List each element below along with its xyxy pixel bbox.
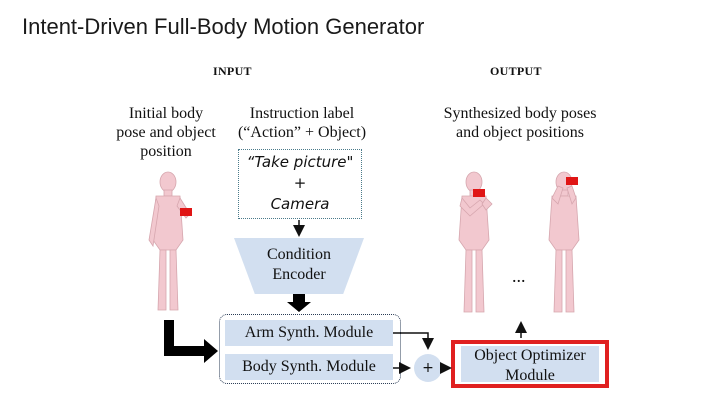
initial-pose-caption: Initial body pose and object position [116, 105, 216, 160]
synthesized-caption: Synthesized body poses and object positi… [443, 105, 597, 141]
synth-body-figure-1 [458, 171, 493, 313]
object-icon [180, 208, 192, 216]
sum-node: + [414, 354, 442, 382]
synth-body-figure-2 [548, 171, 580, 313]
object-optimizer-module: Object Optimizer Module [451, 340, 609, 388]
object-icon [566, 177, 578, 185]
input-label: INPUT [213, 64, 252, 78]
initial-body-figure [148, 171, 191, 311]
instruction-caption: Instruction label (“Action” + Object) [237, 105, 367, 141]
object-optimizer-label: Object Optimizer Module [461, 346, 599, 384]
slide-title: Intent-Driven Full-Body Motion Generator [22, 14, 425, 39]
instruction-box: “Take picture" + Camera [238, 149, 362, 219]
instruction-object: Camera [270, 195, 330, 213]
output-label: OUTPUT [490, 64, 542, 78]
body-synth-module: Body Synth. Module [225, 354, 393, 380]
instruction-action: “Take picture" [246, 153, 354, 171]
object-icon [473, 189, 485, 197]
encoder-to-modules-arrow [287, 294, 311, 312]
ellipsis: ... [512, 266, 526, 286]
synthesis-module-group [219, 314, 401, 384]
condition-encoder-label: Condition Encoder [266, 246, 331, 283]
instruction-plus: + [293, 174, 307, 192]
arm-to-sum-arrow [393, 332, 434, 350]
initial-to-modules-arrow [164, 320, 218, 363]
condition-encoder-shape [234, 238, 364, 294]
arm-synth-module: Arm Synth. Module [225, 320, 393, 346]
